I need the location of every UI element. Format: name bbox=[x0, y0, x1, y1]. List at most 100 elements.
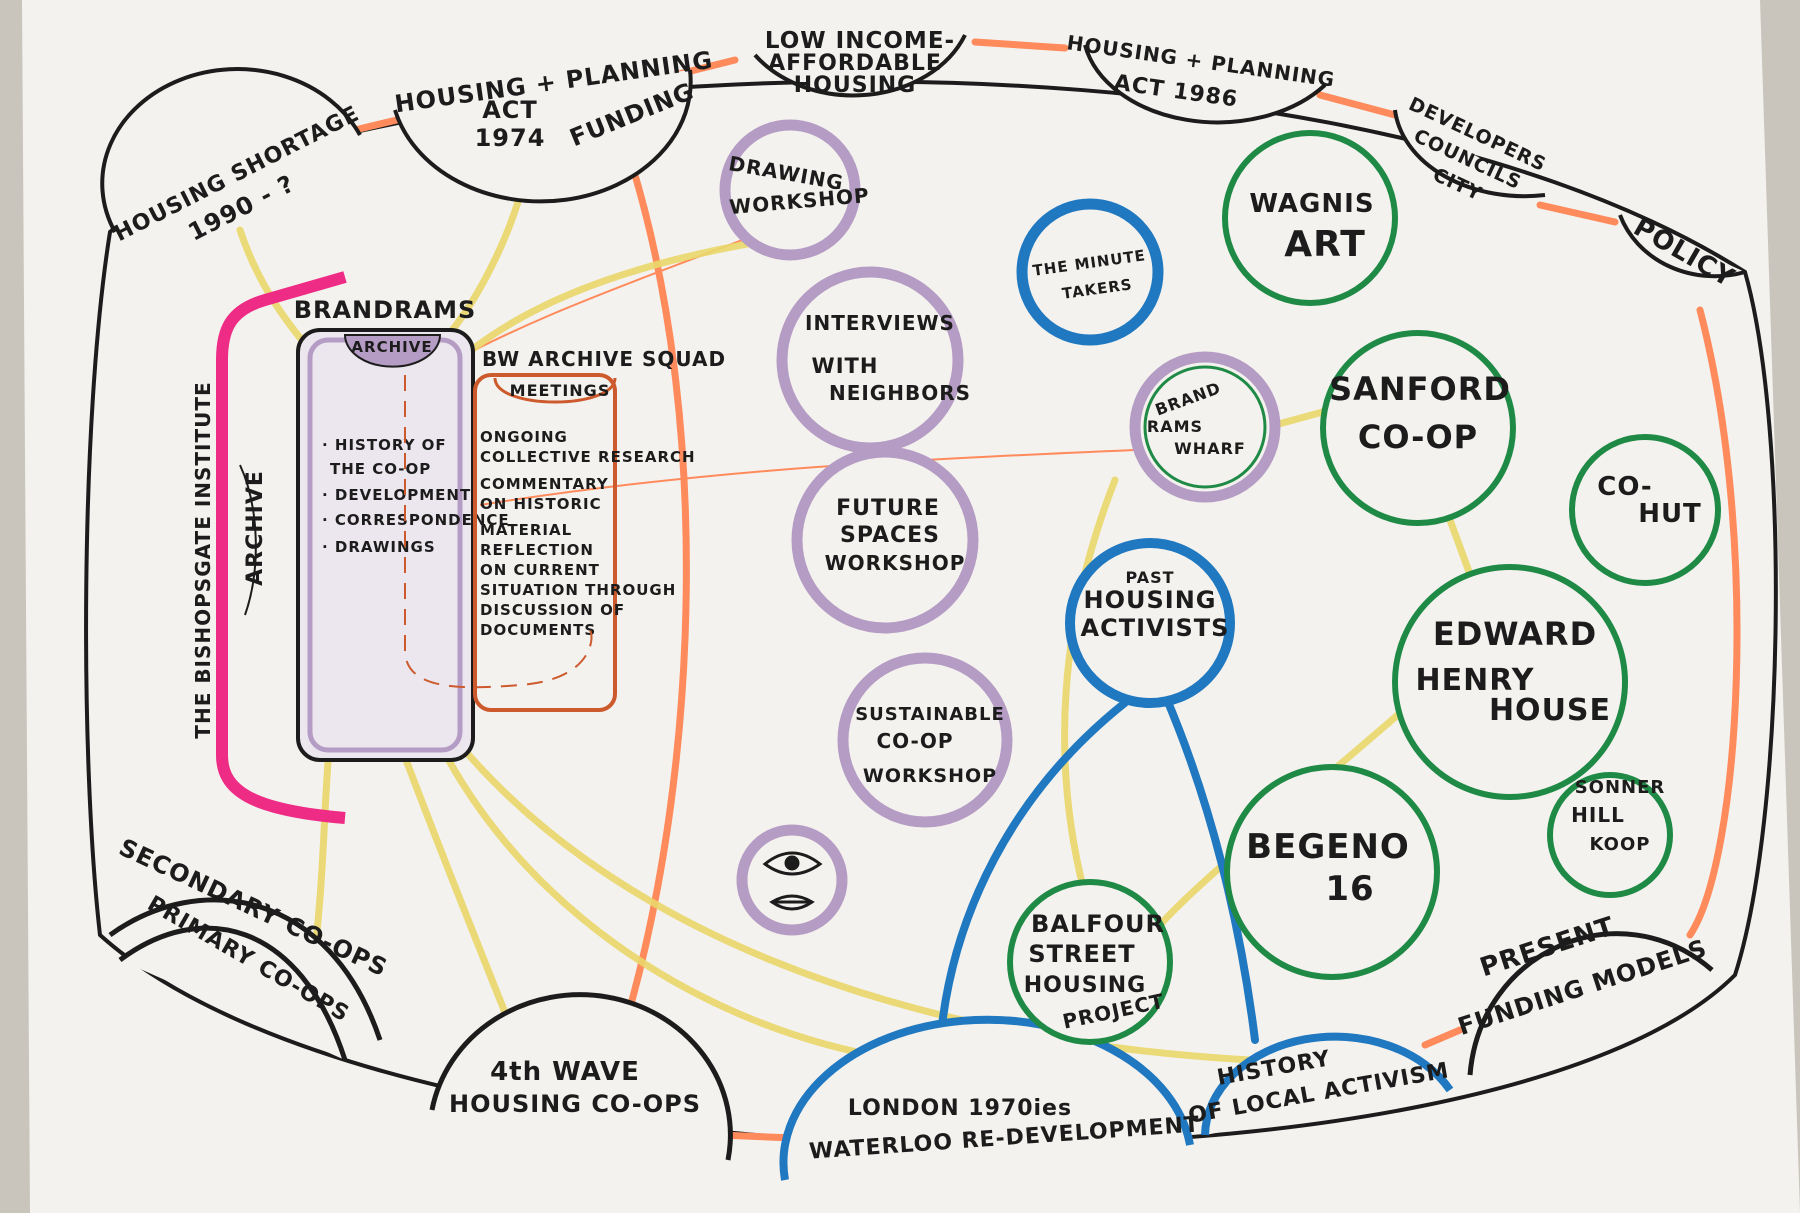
wharf-line2: RAMS bbox=[1147, 417, 1203, 436]
sanford-line2: CO-OP bbox=[1358, 418, 1478, 456]
low-income-to-1986-arrow bbox=[971, 38, 1069, 52]
sonnerhill-line3: KOOP bbox=[1590, 834, 1651, 855]
bishopsgate-institute-label: THE BISHOPSGATE INSTITUTE bbox=[191, 381, 215, 738]
wharf-to-archive-line bbox=[479, 449, 1136, 506]
co-hut-line2: HUT bbox=[1638, 499, 1702, 529]
sustainable-coop-node bbox=[837, 652, 1013, 828]
past-activists-node bbox=[1065, 538, 1235, 708]
fourth-wave-node bbox=[429, 992, 733, 1161]
eye-mouth-node bbox=[736, 824, 848, 936]
bw-squad-inner-loop bbox=[404, 375, 593, 689]
begeno-line2: 16 bbox=[1325, 869, 1374, 909]
case-labels: THE MINUTE TAKERS WAGNIS ART BRAND RAMS … bbox=[1024, 189, 1702, 1034]
sonnerhill-line2: HILL bbox=[1571, 803, 1625, 827]
brandrams-wharf-inner bbox=[1143, 365, 1267, 489]
bishopsgate-archive-arc bbox=[239, 464, 257, 616]
edward-line2: HENRY bbox=[1416, 663, 1535, 698]
edward-line3: HOUSE bbox=[1489, 693, 1611, 728]
policy-node bbox=[1618, 214, 1746, 279]
interviews-line2: WITH bbox=[812, 354, 879, 378]
housing-planning-1986-node bbox=[1083, 44, 1327, 125]
wharf-to-balfour-link bbox=[1061, 476, 1119, 899]
bw-squad-item: ONGOING bbox=[480, 428, 568, 446]
brandrams-archive-tab bbox=[343, 334, 442, 368]
wagnis-line2: ART bbox=[1284, 224, 1366, 265]
past-activists-line3: ACTIVISTS bbox=[1081, 614, 1230, 642]
wharf-to-sanford-link bbox=[1271, 406, 1334, 429]
developers-to-policy-arrow bbox=[1536, 201, 1619, 226]
present-funding-node bbox=[1467, 931, 1714, 1076]
london-1970s-node bbox=[779, 1015, 1194, 1181]
housing-planning-1974-node bbox=[393, 69, 693, 204]
interviews-line3: NEIGHBORS bbox=[829, 381, 971, 405]
activists-to-london-link bbox=[936, 691, 1139, 1049]
minute-takers-node bbox=[1016, 198, 1164, 346]
co-hut-line1: CO- bbox=[1597, 472, 1652, 502]
bw-squad-item: DISCUSSION OF bbox=[480, 601, 625, 619]
brandrams-title: BRANDRAMS bbox=[294, 296, 477, 324]
local-activism-node bbox=[1201, 1032, 1454, 1136]
fourth-wave-line2: HOUSING CO-OPS bbox=[449, 1090, 701, 1118]
sonnerhill-line1: SONNER bbox=[1575, 777, 1666, 798]
future-spaces-line1: FUTURE bbox=[836, 496, 940, 521]
mouth-icon bbox=[769, 894, 815, 911]
fourth-wave-line1: 4th WAVE bbox=[490, 1057, 640, 1087]
future-spaces-line2: SPACES bbox=[840, 523, 940, 548]
sanford-coop-node bbox=[1320, 330, 1516, 526]
balfour-line1: BALFOUR bbox=[1031, 910, 1165, 938]
future-spaces-line3: WORKSHOP bbox=[825, 551, 966, 575]
bw-squad-title: BW ARCHIVE SQUAD bbox=[482, 347, 726, 371]
bw-squad-item: DOCUMENTS bbox=[480, 621, 596, 639]
brandrams-item: · DEVELOPMENT bbox=[322, 486, 471, 504]
drawing-workshop-node bbox=[719, 119, 861, 261]
london-line1: LONDON 1970ies bbox=[848, 1096, 1072, 1121]
co-hut-node bbox=[1569, 434, 1721, 586]
workshop-circles bbox=[719, 119, 1013, 936]
bw-squad-item: SITUATION THROUGH bbox=[480, 581, 676, 599]
brandrams-archive-tab-label: ARCHIVE bbox=[351, 338, 432, 356]
eye-icon bbox=[762, 851, 823, 876]
funding-to-4th-wave-arrow bbox=[624, 161, 690, 1019]
begeno-node bbox=[1224, 764, 1440, 980]
wharf-line3: WHARF bbox=[1174, 439, 1246, 458]
outer-oval bbox=[84, 79, 1778, 1147]
primary-coops-node bbox=[118, 925, 348, 1061]
bw-squad-meetings-label: MEETINGS bbox=[510, 381, 611, 400]
balfour-node bbox=[1007, 879, 1173, 1045]
blue-connectors bbox=[936, 691, 1259, 1049]
low-income-line3: HOUSING bbox=[794, 73, 916, 98]
case-circles bbox=[1007, 130, 1721, 1045]
interviews-line1: INTERVIEWS bbox=[805, 311, 955, 335]
bw-squad-item: ON CURRENT bbox=[480, 561, 600, 579]
bw-squad-item: ON HISTORIC bbox=[480, 495, 602, 513]
brandrams-item: · HISTORY OF bbox=[322, 436, 447, 454]
bw-squad-box bbox=[473, 373, 617, 712]
bw-squad-meetings-tab bbox=[493, 377, 617, 404]
bishopsgate-archive-label: ARCHIVE bbox=[243, 470, 268, 586]
brandrams-item: · DRAWINGS bbox=[322, 538, 436, 556]
bottom-topics bbox=[108, 897, 1714, 1181]
sustainable-line1: SUSTAINABLE bbox=[855, 704, 1005, 725]
sustainable-line2: CO-OP bbox=[876, 729, 953, 753]
archive-to-london-link bbox=[416, 696, 904, 1064]
bw-squad-item: COMMENTARY bbox=[480, 475, 609, 493]
sustainable-line3: WORKSHOP bbox=[863, 765, 997, 787]
edward-line1: EDWARD bbox=[1433, 615, 1597, 653]
bw-squad-item: MATERIAL bbox=[480, 521, 572, 539]
sanford-line1: SANFORD bbox=[1329, 370, 1511, 408]
eye-pupil-icon bbox=[784, 855, 800, 871]
begeno-line1: BEGENO bbox=[1246, 827, 1410, 867]
brandrams-item: THE CO-OP bbox=[330, 460, 431, 478]
wagnis-line1: WAGNIS bbox=[1249, 189, 1374, 219]
developers-node bbox=[1393, 109, 1546, 199]
planning-1974-line3: 1974 bbox=[475, 124, 546, 152]
activists-to-activism-link bbox=[1161, 691, 1259, 1044]
low-income-node bbox=[753, 34, 967, 98]
eye-mouth-icon bbox=[762, 851, 823, 911]
low-income-line2: AFFORDABLE bbox=[768, 51, 942, 76]
bw-squad-items: ONGOING COLLECTIVE RESEARCH COMMENTARY O… bbox=[480, 428, 695, 639]
edward-henry-node bbox=[1392, 564, 1628, 800]
low-income-line1: LOW INCOME- bbox=[765, 28, 955, 54]
past-activists-line2: HOUSING bbox=[1084, 586, 1217, 614]
